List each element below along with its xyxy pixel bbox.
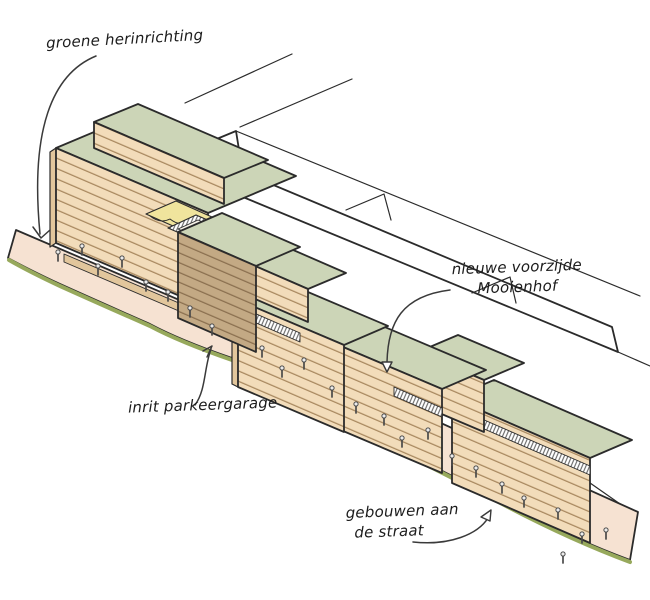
label-nieuwe-voorzijde-line1: nieuwe voorzijde [451,255,583,279]
arrow-gebouwen [412,509,492,544]
label-gebouwen-line2: de straat [354,520,425,542]
label-gebouwen-line1: gebouwen aan [345,500,459,522]
arrow-voorzijde [381,289,451,373]
label-nieuwe-voorzijde: nieuwe voorzijde Mooienhof [451,256,583,300]
building-middle-a [231,245,389,433]
arrow-groene [32,55,97,239]
building-tall [49,103,297,321]
annotation-arrows [32,55,492,544]
building-brown [177,212,301,353]
label-gebouwen-aan-de-straat: gebouwen aan de straat [345,500,459,543]
arrow-inrit [194,345,213,406]
